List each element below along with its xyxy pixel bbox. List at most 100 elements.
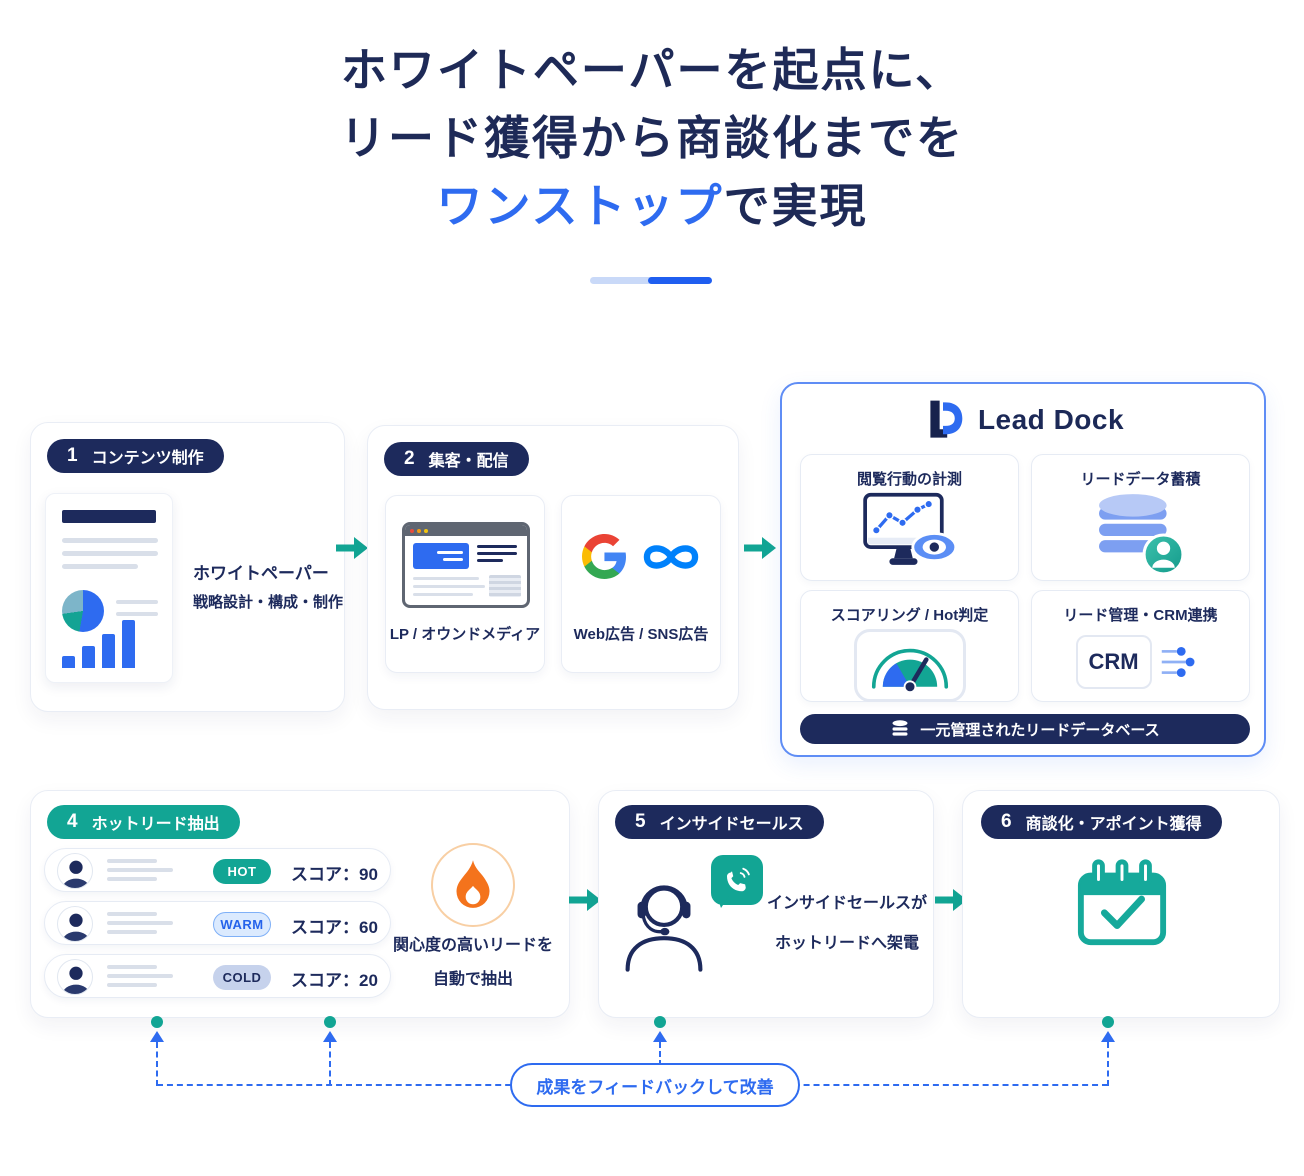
database-user-icon (1098, 494, 1185, 576)
lead-database-footer: 一元管理されたリードデータベース (800, 714, 1250, 744)
google-logo-icon (582, 534, 626, 579)
feature-card-crm: リード管理・CRM連携 CRM (1031, 590, 1250, 702)
step5-pill: 5 インサイドセールス (615, 805, 824, 839)
feature-card-scoring: スコアリング / Hot判定 (800, 590, 1019, 702)
placeholder-line (107, 859, 157, 863)
feedback-arrowhead-icon (323, 1031, 337, 1042)
browser-titlebar (405, 525, 527, 536)
lead-dock-logo: Lead Dock (782, 398, 1264, 442)
ads-label: Web広告 / SNS広告 (573, 626, 709, 643)
bar-chart-icon (62, 618, 158, 668)
gauge-icon (871, 648, 948, 694)
flame-icon (456, 860, 490, 908)
placeholder-line (413, 593, 473, 596)
placeholder-line (477, 559, 503, 562)
user-avatar-icon (57, 959, 93, 995)
placeholder-line (62, 551, 158, 556)
step4-pill: 4 ホットリード抽出 (47, 805, 240, 839)
feedback-arrowhead-icon (653, 1031, 667, 1042)
step4-label: ホットリード抽出 (91, 816, 220, 833)
phone-icon (727, 867, 750, 892)
placeholder-line (62, 564, 138, 569)
step6-number: 6 (1001, 811, 1012, 832)
feedback-label: 成果をフィードバックして改善 (536, 1077, 774, 1097)
step1-number: 1 (67, 445, 78, 466)
whitepaper-document-icon (45, 493, 173, 683)
feedback-arrowhead-icon (150, 1031, 164, 1042)
headset-agent-icon (625, 885, 703, 972)
lead-name-lines (107, 859, 173, 886)
hot-badge: HOT (213, 859, 271, 884)
title-line-2: リード獲得から商談化までを (340, 112, 964, 164)
user-avatar-icon (57, 853, 93, 889)
placeholder-line (477, 552, 517, 555)
document-heading-bar (62, 510, 156, 523)
traffic-dot-orange (417, 528, 421, 533)
feedback-dot (1102, 1016, 1114, 1028)
placeholder-line (477, 545, 517, 548)
bar (102, 634, 115, 668)
title-line-3: ワンストップで実現 (0, 172, 1304, 240)
lead-score: スコア：90 (291, 865, 378, 884)
feedback-vertical-line (659, 1042, 661, 1066)
step2-panel: 2 集客・配信 (367, 425, 739, 710)
lp-media-card: LP / オウンドメディア (385, 495, 545, 673)
placeholder-line (107, 868, 173, 872)
lead-dock-logo-icon (930, 400, 963, 438)
phone-bubble-icon (711, 855, 763, 908)
bar (62, 656, 75, 668)
step2-number: 2 (404, 448, 415, 469)
step6-pill: 6 商談化・アポイント獲得 (981, 805, 1222, 839)
feature-scoring-label: スコアリング / Hot判定 (830, 607, 989, 624)
gauge-housing (853, 629, 966, 702)
step1-pill: 1 コンテンツ制作 (47, 439, 224, 473)
step4-panel: 4 ホットリード抽出 HOT スコア：90 (30, 790, 570, 1018)
traffic-dot-red (410, 528, 414, 533)
step4-caption-line1: 関心度の高いリードを (392, 937, 553, 954)
monitor-eye-icon (862, 492, 957, 565)
lead-score: スコア：60 (291, 918, 378, 937)
lead-row-warm: WARM スコア：60 (44, 901, 391, 945)
feature-lead-data-label: リードデータ蓄積 (1080, 471, 1201, 488)
lead-row-cold: COLD スコア：20 (44, 954, 391, 998)
bar (82, 646, 95, 668)
lead-name-lines (107, 965, 173, 992)
placeholder-line (116, 600, 158, 604)
flow-arrow-icon (935, 889, 967, 911)
title-divider (590, 277, 712, 284)
step5-number: 5 (635, 811, 646, 832)
traffic-dot-yellow (424, 528, 428, 533)
feedback-pill: 成果をフィードバックして改善 (510, 1063, 800, 1107)
placeholder-line (107, 965, 157, 969)
placeholder-line (107, 921, 173, 925)
browser-lp-icon (402, 522, 530, 608)
feature-tracking-label: 閲覧行動の計測 (856, 471, 962, 488)
feedback-vertical-line (156, 1042, 158, 1086)
feedback-dot (654, 1016, 666, 1028)
lead-dock-panel: Lead Dock 閲覧行動の計測 リードデータ蓄積 (780, 382, 1266, 757)
placeholder-line (413, 585, 485, 588)
step4-caption-line2: 自動で抽出 (432, 971, 513, 988)
step1-label: コンテンツ制作 (91, 450, 204, 467)
flow-arrow-icon (336, 537, 368, 559)
pie-chart-icon (62, 590, 104, 632)
feedback-arrowhead-icon (1101, 1031, 1115, 1042)
step5-caption-line2: ホットリードへ架電 (774, 935, 919, 952)
step4-number: 4 (67, 811, 78, 832)
feedback-vertical-line (329, 1042, 331, 1086)
title-line-1: ホワイトペーパーを起点に、 (340, 44, 964, 96)
step5-panel: 5 インサイドセールス インサイドセールスが ホットリードへ架電 (598, 790, 934, 1018)
step2-pill: 2 集客・配信 (384, 442, 529, 476)
divider-dark-segment (648, 277, 712, 284)
step1-caption-line2: 戦略設計・構成・制作 (193, 594, 344, 611)
calendar-check-icon (1077, 859, 1167, 946)
meta-logo-icon (643, 545, 699, 569)
divider-light-segment (590, 277, 654, 284)
placeholder-line (107, 930, 157, 934)
lead-name-lines (107, 912, 173, 939)
feedback-dot (324, 1016, 336, 1028)
flow-arrow-icon (569, 889, 601, 911)
placeholder-line (107, 912, 157, 916)
placeholder-line (413, 577, 479, 580)
lead-row-hot: HOT スコア：90 (44, 848, 391, 892)
